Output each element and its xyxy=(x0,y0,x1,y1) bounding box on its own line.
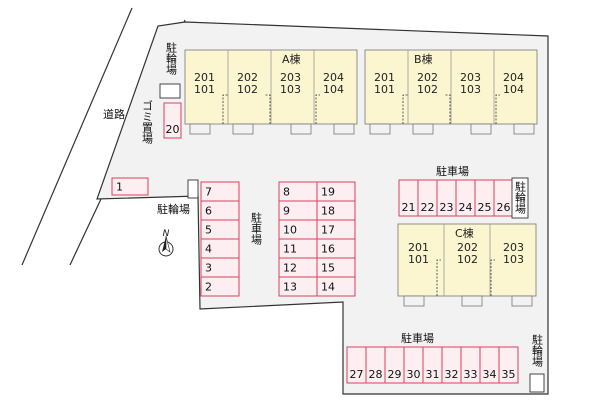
room-c-103: 103 xyxy=(503,253,524,266)
parking-space-number-22: 22 xyxy=(421,201,435,214)
building-b: B棟 201 101 202 102 203 103 204 104 xyxy=(364,49,538,135)
parking-space-number-34: 34 xyxy=(483,368,497,381)
room-b-202: 202 xyxy=(417,71,438,84)
parking-label-south: 駐車場 xyxy=(401,331,434,345)
parking-space-number-13: 13 xyxy=(283,281,297,294)
room-a-104: 104 xyxy=(323,83,344,96)
parking-space-number-18: 18 xyxy=(321,205,335,218)
parking-space-number-28: 28 xyxy=(369,368,383,381)
room-a-101: 101 xyxy=(194,83,215,96)
room-b-203: 203 xyxy=(460,71,481,84)
room-b-204: 204 xyxy=(503,71,524,84)
parking-space-number-27: 27 xyxy=(350,368,364,381)
parking-space-number-5: 5 xyxy=(205,224,212,237)
road-edge-left xyxy=(21,7,133,266)
bike-parking-label-south: 駐輪場 xyxy=(531,333,544,368)
room-b-102: 102 xyxy=(417,83,438,96)
parking-space-20 xyxy=(163,102,182,139)
parking-space-number-35: 35 xyxy=(502,368,516,381)
parking-space-35 xyxy=(498,346,519,384)
parking-space-number-1: 1 xyxy=(116,181,123,194)
parking-space-number-2: 2 xyxy=(205,281,212,294)
parking-space-number-20: 20 xyxy=(166,123,180,136)
north-arrow: N xyxy=(158,229,174,257)
parking-space-number-26: 26 xyxy=(497,201,511,214)
parking-space-number-24: 24 xyxy=(459,201,473,214)
parking-space-number-29: 29 xyxy=(388,368,402,381)
parking-space-number-31: 31 xyxy=(426,368,440,381)
north-label: N xyxy=(163,229,170,239)
bike-parking-east xyxy=(511,177,529,219)
building-c-name: C棟 xyxy=(455,226,474,240)
parking-space-number-8: 8 xyxy=(283,186,290,199)
room-b-104: 104 xyxy=(503,83,524,96)
room-a-203: 203 xyxy=(280,71,301,84)
bike-parking-label-east: 駐輪場 xyxy=(514,180,527,215)
parking-space-number-10: 10 xyxy=(283,224,297,237)
bike-parking-label-top: 駐輪場 xyxy=(165,41,178,76)
bike-parking-label-west: 駐輪場 xyxy=(157,202,190,216)
building-a-name: A棟 xyxy=(282,52,301,66)
room-c-203: 203 xyxy=(503,241,524,254)
room-b-103: 103 xyxy=(460,83,481,96)
parking-space-number-12: 12 xyxy=(283,262,297,275)
parking-space-number-7: 7 xyxy=(205,186,212,199)
bike-parking-small xyxy=(159,83,181,99)
room-b-101: 101 xyxy=(374,83,395,96)
parking-space-number-23: 23 xyxy=(440,201,454,214)
room-a-204: 204 xyxy=(323,71,344,84)
north-arrow-needle xyxy=(162,236,166,252)
building-a: A棟 201 101 202 102 203 103 204 104 xyxy=(184,49,358,135)
parking-space-number-16: 16 xyxy=(321,243,335,256)
room-c-202: 202 xyxy=(457,241,478,254)
parking-space-number-3: 3 xyxy=(205,262,212,275)
bike-parking-south xyxy=(529,373,545,393)
building-c: C棟 201 101 202 102 203 103 xyxy=(397,223,537,307)
parking-label-east: 駐車場 xyxy=(436,164,469,178)
parking-space-number-25: 25 xyxy=(478,201,492,214)
parking-space-number-9: 9 xyxy=(283,205,290,218)
room-a-202: 202 xyxy=(237,71,258,84)
parking-space-number-17: 17 xyxy=(321,224,335,237)
room-c-101: 101 xyxy=(408,253,429,266)
parking-space-number-33: 33 xyxy=(464,368,478,381)
parking-space-number-6: 6 xyxy=(205,205,212,218)
parking-space-number-11: 11 xyxy=(283,243,297,256)
parking-space-7 xyxy=(200,181,240,202)
room-c-102: 102 xyxy=(457,253,478,266)
parking-space-number-19: 19 xyxy=(321,186,335,199)
room-c-201: 201 xyxy=(408,241,429,254)
parking-space-number-21: 21 xyxy=(402,201,416,214)
room-a-201: 201 xyxy=(194,71,215,84)
parking-label-west: 駐車場 xyxy=(250,211,263,246)
room-a-102: 102 xyxy=(237,83,258,96)
parking-space-number-4: 4 xyxy=(205,243,212,256)
bike-parking-west xyxy=(187,179,199,199)
room-a-103: 103 xyxy=(280,83,301,96)
parking-space-number-32: 32 xyxy=(445,368,459,381)
parking-space-number-30: 30 xyxy=(407,368,421,381)
parking-space-19 xyxy=(316,181,356,202)
building-b-name: B棟 xyxy=(414,52,433,66)
road-label: 道路 xyxy=(103,107,125,121)
parking-space-number-14: 14 xyxy=(321,281,335,294)
building-c-body xyxy=(397,223,537,297)
parking-space-number-15: 15 xyxy=(321,262,335,275)
room-b-201: 201 xyxy=(374,71,395,84)
garbage-area-label: ゴミ置場 xyxy=(141,99,154,145)
parking-space-1 xyxy=(111,177,149,196)
